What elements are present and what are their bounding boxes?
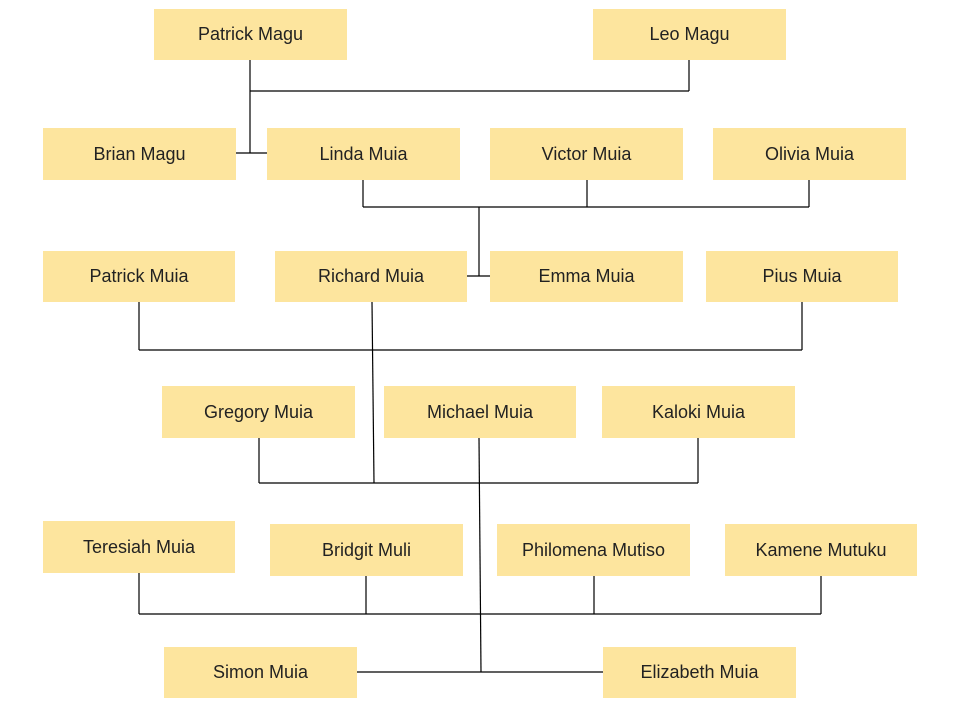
person-node-richard-muia: Richard Muia bbox=[275, 251, 467, 302]
person-node-kamene-mutuku: Kamene Mutuku bbox=[725, 524, 917, 576]
person-node-elizabeth-muia: Elizabeth Muia bbox=[603, 647, 796, 698]
person-node-emma-muia: Emma Muia bbox=[490, 251, 683, 302]
connector-line bbox=[371, 301, 375, 484]
person-node-philomena-mutiso: Philomena Mutiso bbox=[497, 524, 690, 576]
person-node-patrick-muia: Patrick Muia bbox=[43, 251, 235, 302]
person-node-olivia-muia: Olivia Muia bbox=[713, 128, 906, 180]
person-node-simon-muia: Simon Muia bbox=[164, 647, 357, 698]
person-node-michael-muia: Michael Muia bbox=[384, 386, 576, 438]
person-node-patrick-magu: Patrick Magu bbox=[154, 9, 347, 60]
person-node-pius-muia: Pius Muia bbox=[706, 251, 898, 302]
person-node-leo-magu: Leo Magu bbox=[593, 9, 786, 60]
person-node-teresiah-muia: Teresiah Muia bbox=[43, 521, 235, 573]
person-node-kaloki-muia: Kaloki Muia bbox=[602, 386, 795, 438]
person-node-victor-muia: Victor Muia bbox=[490, 128, 683, 180]
person-node-gregory-muia: Gregory Muia bbox=[162, 386, 355, 438]
person-node-brian-magu: Brian Magu bbox=[43, 128, 236, 180]
person-node-bridgit-muli: Bridgit Muli bbox=[270, 524, 463, 576]
person-node-linda-muia: Linda Muia bbox=[267, 128, 460, 180]
connector-line bbox=[478, 437, 482, 673]
